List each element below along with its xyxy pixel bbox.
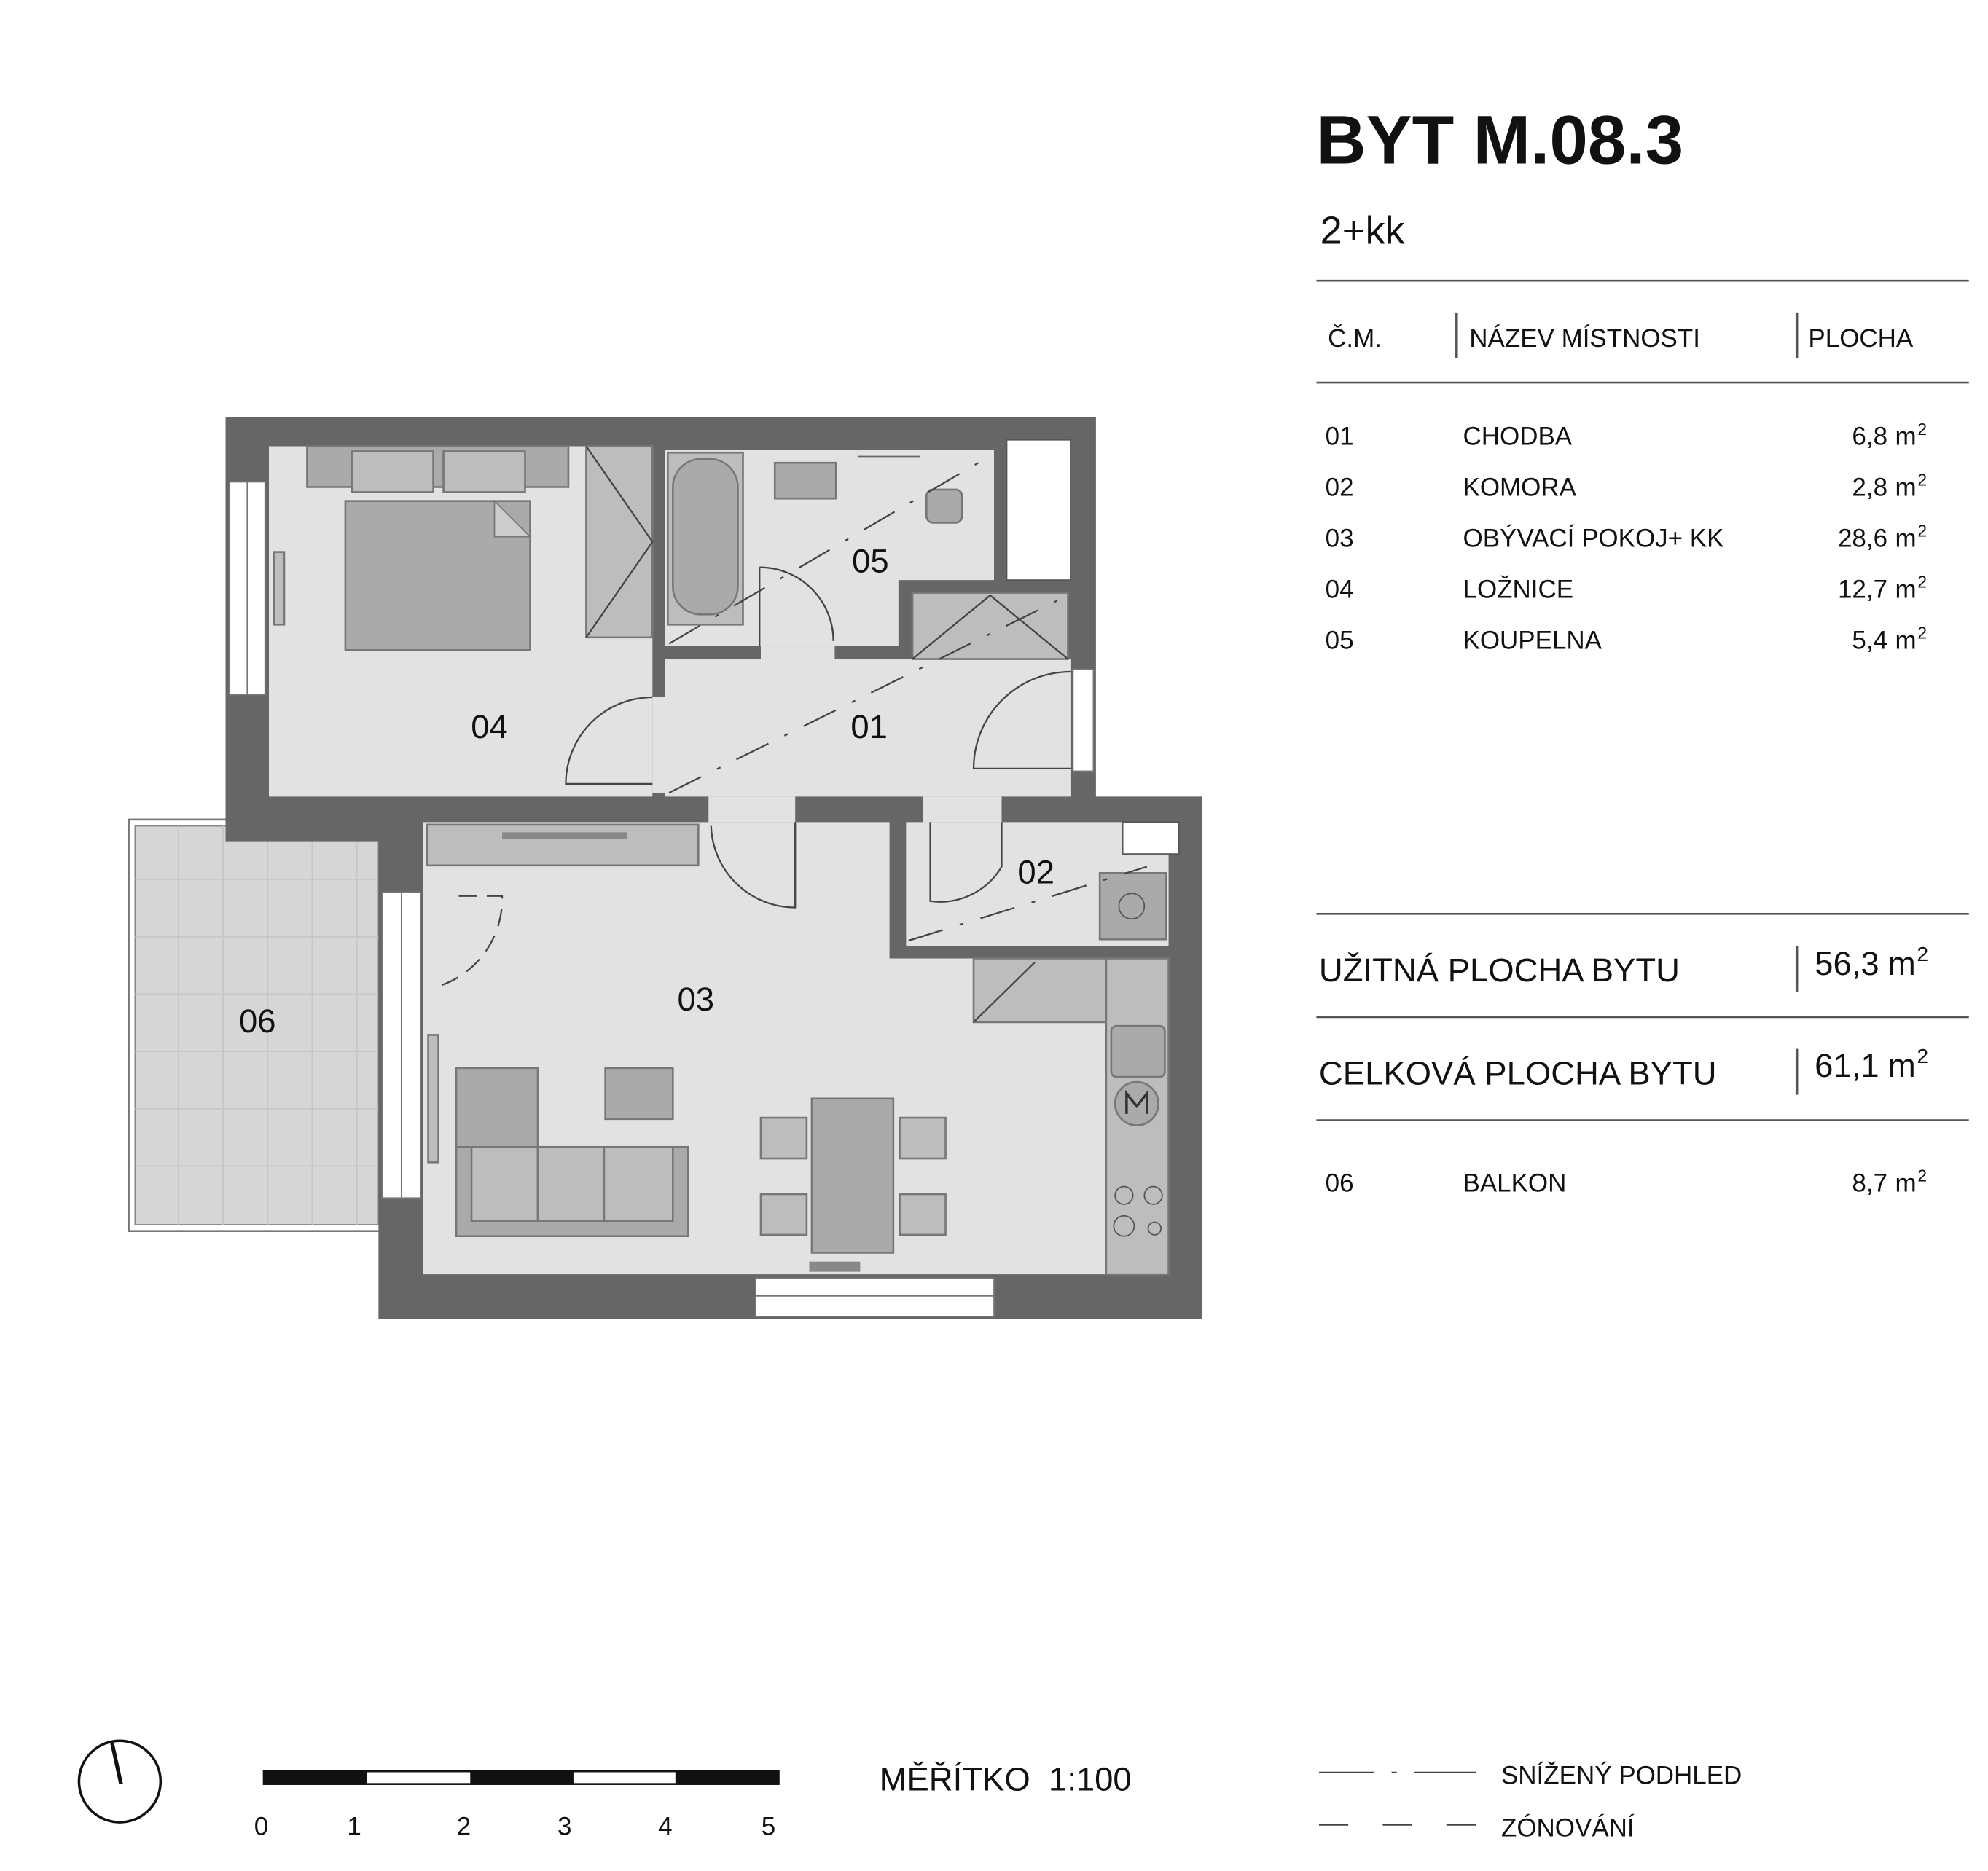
scale-tick: 4 — [658, 1813, 672, 1841]
room-label-03: 03 — [678, 981, 715, 1018]
usable-area-label: UŽITNÁ PLOCHA BYTU — [1319, 952, 1680, 989]
room-code: 01 — [1326, 423, 1354, 451]
kitchen-counter — [972, 957, 1170, 1276]
shaft — [1006, 439, 1071, 581]
legend: SNÍŽENÝ PODHLED ZÓNOVÁNÍ — [1318, 1762, 1742, 1842]
scale-tick: 1 — [347, 1813, 361, 1841]
room-name: CHODBA — [1463, 423, 1573, 451]
microwave-icon — [1114, 1080, 1159, 1126]
scale-tick: 5 — [762, 1813, 775, 1841]
boiler — [1098, 872, 1167, 941]
room-01 — [665, 659, 1071, 797]
tv-cabinet — [426, 823, 700, 867]
col-header-name: NÁZEV MÍSTNOSTI — [1469, 324, 1700, 353]
room-label-05: 05 — [852, 543, 889, 580]
legend-label-zoning: ZÓNOVÁNÍ — [1501, 1813, 1635, 1842]
info-panel: BYT M.08.3 2+kk Č.M. NÁZEV MÍSTNOSTI PLO… — [1316, 102, 1969, 1198]
apartment-layout: 2+kk — [1320, 208, 1406, 252]
room-code: 03 — [1326, 525, 1354, 553]
dining-table — [759, 1097, 947, 1272]
washbasin — [773, 461, 837, 500]
scale-tick: 0 — [254, 1813, 268, 1841]
bathtub — [667, 451, 744, 626]
hall-wardrobe — [911, 592, 1069, 660]
legend-label-lowered-ceiling: SNÍŽENÝ PODHLED — [1501, 1762, 1742, 1790]
room-label-01: 01 — [850, 708, 888, 745]
scale-label: MĚŘÍTKO 1:100 — [880, 1760, 1132, 1797]
room-code: 04 — [1326, 576, 1354, 604]
room-name: OBÝVACÍ POKOJ+ KK — [1463, 525, 1724, 553]
room-label-02: 02 — [1017, 853, 1054, 890]
scale-tick: 2 — [457, 1813, 471, 1841]
room-label-04: 04 — [471, 708, 508, 745]
bedroom-wardrobe — [585, 445, 654, 639]
balcony — [128, 818, 383, 1233]
col-header-code: Č.M. — [1328, 324, 1382, 353]
bed — [306, 445, 570, 651]
scale-bar: 0 1 2 3 4 5 — [254, 1770, 780, 1841]
door-swings — [433, 566, 1071, 989]
north-arrow-icon — [77, 1739, 163, 1824]
lowered-ceiling-line — [668, 454, 1148, 942]
room-code: 06 — [1326, 1169, 1354, 1197]
sofa — [455, 1067, 689, 1238]
room-name: BALKON — [1463, 1169, 1567, 1197]
room-name: KOMORA — [1463, 474, 1577, 502]
scale-tick: 3 — [557, 1813, 571, 1841]
room-code: 02 — [1326, 474, 1354, 502]
floor-plan: 04 01 05 02 03 06 — [128, 417, 1202, 1319]
toilet — [925, 488, 963, 524]
room-name: KOUPELNA — [1463, 627, 1602, 655]
room-label-06: 06 — [239, 1003, 276, 1040]
apartment-title: BYT M.08.3 — [1316, 102, 1683, 179]
room-code: 05 — [1326, 627, 1354, 655]
col-header-area: PLOCHA — [1808, 324, 1913, 353]
windows — [228, 481, 1095, 1317]
room-name: LOŽNICE — [1463, 576, 1574, 604]
total-area-label: CELKOVÁ PLOCHA BYTU — [1319, 1055, 1717, 1092]
